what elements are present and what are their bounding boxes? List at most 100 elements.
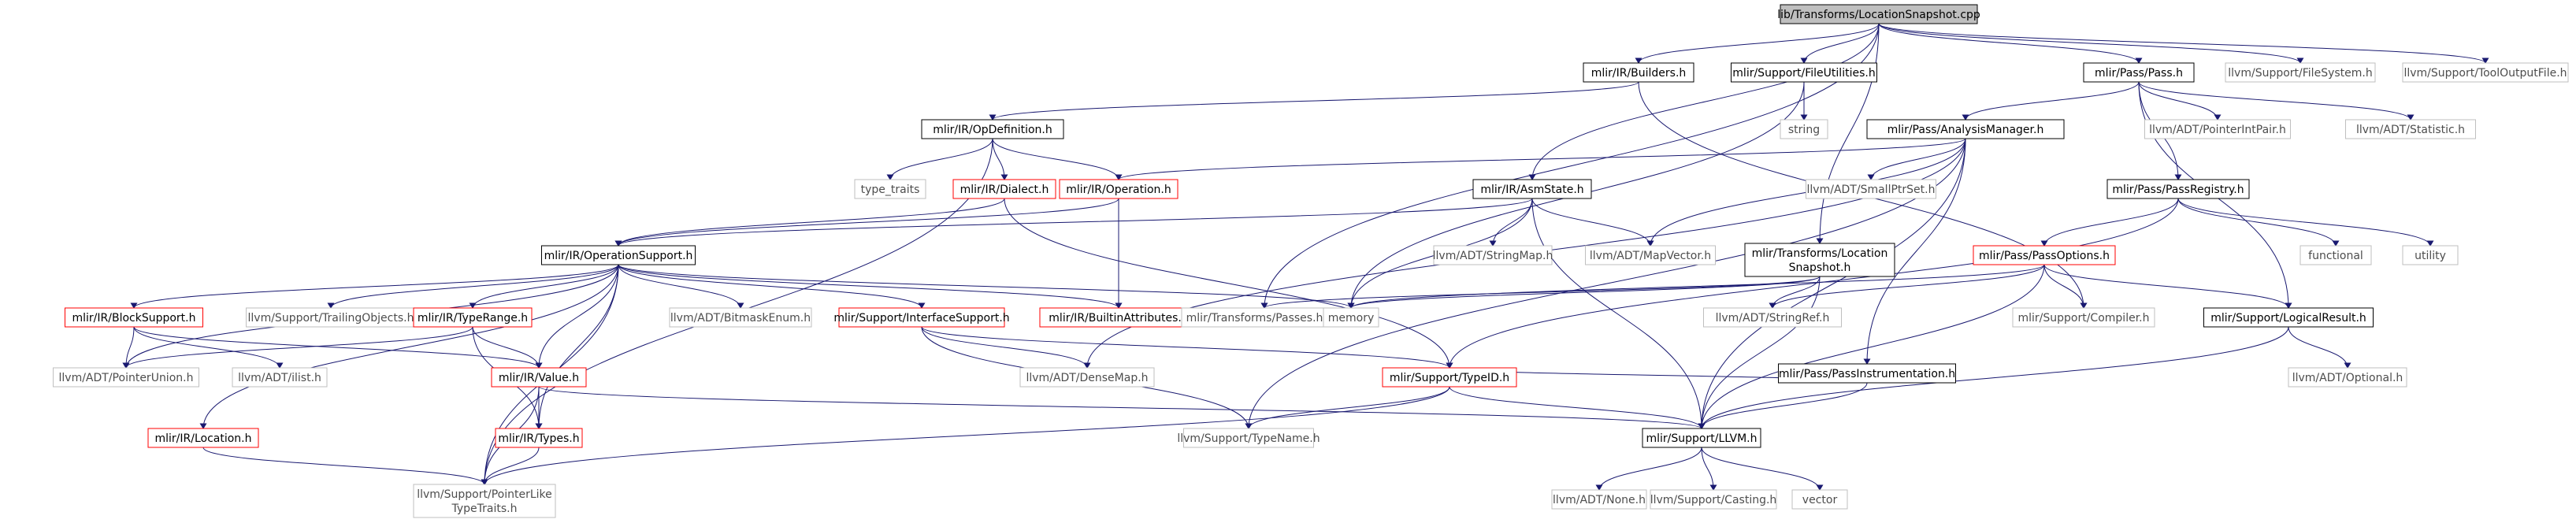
edge-n17-n28 (618, 264, 926, 309)
node-label: llvm/ADT/ilist.h (238, 372, 321, 384)
edge-n17-n27 (618, 264, 744, 309)
edge-n3-n10 (2138, 81, 2415, 121)
node-label: mlir/Support/FileUtilities.h (1732, 67, 1875, 80)
node-mlir-pass-passinstrumentation-h[interactable]: mlir/Pass/PassInstrumentation.h (1778, 363, 1956, 384)
edges-layer (122, 23, 2489, 491)
node-label: llvm/ADT/None.h (1553, 494, 1646, 506)
node-label: mlir/Pass/PassRegistry.h (2112, 184, 2244, 196)
node-mlir-support-typeid-h[interactable]: mlir/Support/TypeID.h (1382, 367, 1517, 388)
node-memory[interactable]: memory (1323, 307, 1379, 328)
node-llvm-adt-ilist-h[interactable]: llvm/ADT/ilist.h (232, 367, 328, 388)
node-label: llvm/ADT/Optional.h (2292, 372, 2403, 384)
node-label: llvm/Support/FileSystem.h (2228, 67, 2372, 80)
node-llvm-adt-mapvector-h[interactable]: llvm/ADT/MapVector.h (1585, 245, 1716, 265)
node-label: llvm/ADT/StringMap.h (1433, 250, 1553, 262)
node-mlir-transforms-location-snapshot-h[interactable]: mlir/Transforms/LocationSnapshot.h (1744, 243, 1895, 277)
node-functional[interactable]: functional (2299, 245, 2372, 265)
edge-n0-n5 (1878, 23, 2489, 64)
node-label: mlir/Pass/PassInstrumentation.h (1779, 368, 1955, 380)
edge-n17-n26 (469, 264, 619, 309)
node-mlir-ir-dialect-h[interactable]: mlir/IR/Dialect.h (952, 179, 1056, 199)
edge-n1-n6 (989, 81, 1639, 121)
node-llvm-adt-optional-h[interactable]: llvm/ADT/Optional.h (2288, 367, 2407, 388)
node-llvm-adt-stringmap-h[interactable]: llvm/ADT/StringMap.h (1433, 245, 1553, 265)
node-label: mlir/Transforms/Passes.h.inc (1186, 312, 1343, 325)
edge-n42-n46 (202, 447, 488, 485)
edge-n23-n31 (1347, 264, 2045, 309)
edge-n16-n40 (1446, 198, 2179, 369)
edge-n6-n12 (992, 138, 1008, 180)
node-mlir-ir-value-h[interactable]: mlir/IR/Value.h (491, 367, 587, 388)
edge-n45-n48 (1701, 447, 1717, 491)
edge-n6-n13 (992, 138, 1123, 180)
node-mlir-ir-typerange-h[interactable]: mlir/IR/TypeRange.h (413, 307, 533, 328)
node-mlir-pass-analysismanager-h[interactable]: mlir/Pass/AnalysisManager.h (1866, 119, 2065, 139)
node-label: mlir/IR/Operation.h (1066, 184, 1171, 196)
node-mlir-support-fileutilities-h[interactable]: mlir/Support/FileUtilities.h (1731, 62, 1877, 83)
node-mlir-pass-passregistry-h[interactable]: mlir/Pass/PassRegistry.h (2106, 179, 2250, 199)
edge-n16-n21 (2177, 198, 2434, 247)
node-label: mlir/IR/Builders.h (1591, 67, 1687, 80)
node-label: mlir/IR/BuiltinAttributes.h (1049, 312, 1188, 325)
node-llvm-adt-none-h[interactable]: llvm/ADT/None.h (1551, 489, 1647, 510)
edge-n13-n17 (614, 198, 1119, 247)
edge-n13-n29 (1115, 198, 1123, 309)
node-mlir-ir-operation-h[interactable]: mlir/IR/Operation.h (1059, 179, 1179, 199)
node-llvm-support-casting-h[interactable]: llvm/Support/Casting.h (1650, 489, 1777, 510)
node-label: mlir/IR/Value.h (499, 372, 579, 384)
edge-n23-n33 (2043, 264, 2088, 309)
node-mlir-support-llvm-h[interactable]: mlir/Support/LLVM.h (1642, 428, 1761, 448)
node-mlir-pass-pass-h[interactable]: mlir/Pass/Pass.h (2083, 62, 2195, 83)
node-string[interactable]: string (1780, 119, 1828, 139)
node-label: mlir/Support/LogicalResult.h (2210, 312, 2366, 325)
node-mlir-ir-types-h[interactable]: mlir/IR/Types.h (495, 428, 583, 448)
node-label: mlir/IR/OperationSupport.h (544, 250, 693, 262)
node-utility[interactable]: utility (2402, 245, 2459, 265)
node-llvm-adt-bitmaskenum-h[interactable]: llvm/ADT/BitmaskEnum.h (669, 307, 812, 328)
node-label: utility (2415, 250, 2446, 262)
edge-n45-n47 (1595, 447, 1702, 491)
node-vector[interactable]: vector (1791, 489, 1848, 510)
node-llvm-support-typename-h[interactable]: llvm/Support/TypeName.h (1177, 428, 1320, 448)
node-label: llvm/ADT/StringRef.h (1716, 312, 1830, 325)
node-label: mlir/Pass/AnalysisManager.h (1887, 124, 2044, 136)
edge-n34-n41 (2288, 326, 2351, 369)
node-mlir-ir-asmstate-h[interactable]: mlir/IR/AsmState.h (1472, 179, 1592, 199)
edge-n17-n24 (130, 264, 619, 309)
edge-n0-n1 (1635, 23, 1880, 64)
node-label: mlir/IR/Dialect.h (960, 184, 1049, 196)
node-label: llvm/ADT/SmallPtrSet.h (1807, 184, 1936, 196)
node-label: mlir/IR/TypeRange.h (418, 312, 528, 325)
node-mlir-transforms-passes-h-inc[interactable]: mlir/Transforms/Passes.h.inc (1181, 307, 1348, 328)
node-mlir-pass-passoptions-h[interactable]: mlir/Pass/PassOptions.h (1973, 245, 2116, 265)
node-mlir-support-logicalresult-h[interactable]: mlir/Support/LogicalResult.h (2203, 307, 2374, 328)
node-mlir-ir-location-h[interactable]: mlir/IR/Location.h (147, 428, 259, 448)
node-label: llvm/ADT/DenseMap.h (1026, 372, 1148, 384)
node-mlir-ir-builders-h[interactable]: mlir/IR/Builders.h (1583, 62, 1694, 83)
node-lib-transforms-locationsnapshot-cpp[interactable]: lib/Transforms/LocationSnapshot.cpp (1777, 4, 1980, 24)
node-mlir-ir-builtinattributes-h[interactable]: mlir/IR/BuiltinAttributes.h (1039, 307, 1198, 328)
node-mlir-support-interfacesupport-h[interactable]: mlir/Support/InterfaceSupport.h (833, 307, 1010, 328)
node-llvm-adt-smallptrset-h[interactable]: llvm/ADT/SmallPtrSet.h (1806, 179, 1936, 199)
edge-n8-n15 (1867, 138, 1966, 180)
node-mlir-ir-blocksupport-h[interactable]: mlir/IR/BlockSupport.h (65, 307, 203, 328)
node-label: llvm/ADT/PointerUnion.h (59, 372, 194, 384)
node-llvm-adt-stringref-h[interactable]: llvm/ADT/StringRef.h (1703, 307, 1842, 328)
node-llvm-support-tooloutputfile-h[interactable]: llvm/Support/ToolOutputFile.h (2402, 62, 2569, 83)
node-llvm-support-trailingobjects-h[interactable]: llvm/Support/TrailingObjects.h (246, 307, 416, 328)
edge-n22-n45 (1698, 276, 1821, 429)
node-mlir-ir-opdefinition-h[interactable]: mlir/IR/OpDefinition.h (921, 119, 1064, 139)
node-llvm-support-filesystem-h[interactable]: llvm/Support/FileSystem.h (2225, 62, 2376, 83)
node-label: mlir/Support/InterfaceSupport.h (833, 312, 1009, 325)
node-mlir-ir-operationsupport-h[interactable]: mlir/IR/OperationSupport.h (541, 245, 696, 265)
node-llvm-adt-pointerunion-h[interactable]: llvm/ADT/PointerUnion.h (53, 367, 199, 388)
node-llvm-adt-densemap-h[interactable]: llvm/ADT/DenseMap.h (1019, 367, 1155, 388)
node-llvm-adt-statistic-h[interactable]: llvm/ADT/Statistic.h (2345, 119, 2476, 139)
node-label: llvm/ADT/PointerIntPair.h (2149, 124, 2286, 136)
node-type-traits[interactable]: type_traits (854, 179, 926, 199)
node-llvm-adt-pointerintpair-h[interactable]: llvm/ADT/PointerIntPair.h (2144, 119, 2291, 139)
node-label: functional (2308, 250, 2363, 262)
node-mlir-support-compiler-h[interactable]: mlir/Support/Compiler.h (2012, 307, 2155, 328)
